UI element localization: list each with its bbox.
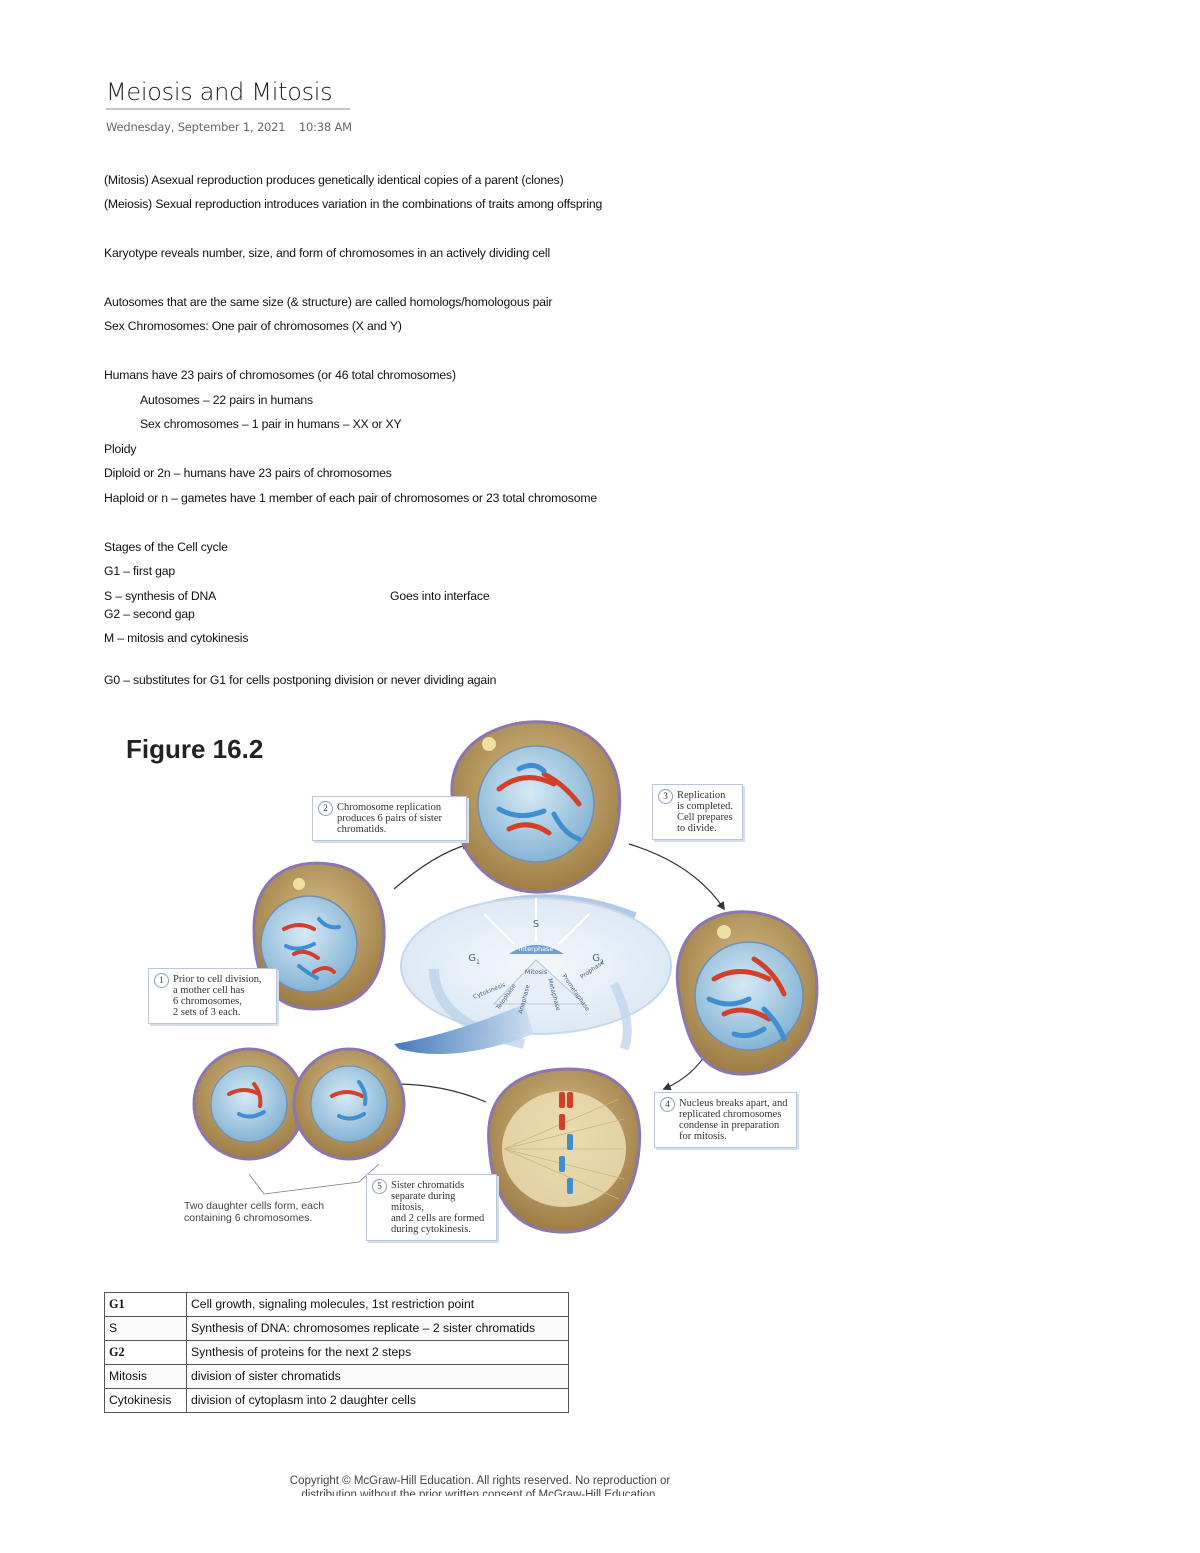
note-line: Sex Chromosomes: One pair of chromosomes…	[104, 319, 402, 333]
callout-line: and 2 cells are formed	[391, 1213, 485, 1224]
page-timestamp: Wednesday, September 1, 2021 10:38 AM	[106, 120, 352, 134]
table-cell-stage: Mitosis	[104, 1364, 187, 1389]
callout-line: is completed.	[677, 801, 733, 812]
callout-line: condense in preparation	[679, 1120, 780, 1131]
page-date: Wednesday, September 1, 2021	[106, 120, 286, 134]
page-title-wrap: Meiosis and Mitosis	[106, 78, 333, 106]
callout-line: Cell prepares	[677, 812, 733, 823]
callout-number: 2	[318, 801, 333, 816]
table-cell-stage: G1	[104, 1292, 187, 1317]
note-line: Stages of the Cell cycle	[104, 540, 228, 554]
callout-number: 1	[154, 973, 169, 988]
wheel-label-g2: G2	[592, 953, 604, 966]
cell-cycle-figure: Figure 16.2	[104, 704, 824, 1260]
note-line: G2 – second gap	[104, 607, 195, 621]
table-cell-stage: S	[104, 1316, 187, 1341]
callout-line: separate during mitosis,	[391, 1191, 456, 1213]
callout-step-5: 5 Sister chromatids separate during mito…	[366, 1174, 497, 1241]
page-title: Meiosis and Mitosis	[106, 78, 333, 106]
copyright-line: Copyright © McGraw-Hill Education. All r…	[289, 1475, 671, 1487]
cell-stage-1	[252, 861, 386, 1011]
cell-stage-4	[487, 1067, 642, 1234]
callout-line: a mother cell has	[173, 985, 245, 996]
caption-line: Two daughter cells form, each	[184, 1200, 325, 1212]
daughter-cells-caption: Two daughter cells form, each containing…	[184, 1200, 324, 1224]
table-row: G2 Synthesis of proteins for the next 2 …	[104, 1340, 569, 1365]
page-time: 10:38 AM	[298, 120, 352, 134]
callout-line: during cytokinesis.	[391, 1224, 471, 1235]
cycle-arrow-2	[628, 843, 725, 911]
callout-step-2: 2 Chromosome replication produces 6 pair…	[312, 796, 467, 841]
note-line: Haploid or n – gametes have 1 member of …	[104, 491, 597, 505]
cell-cycle-stage-table: G1 Cell growth, signaling molecules, 1st…	[104, 1292, 569, 1413]
wheel-label-g1: G1	[468, 953, 480, 966]
cycle-arrow-4	[392, 1079, 487, 1103]
note-side-text: Goes into interface	[390, 589, 490, 603]
table-cell-description: Synthesis of proteins for the next 2 ste…	[186, 1340, 569, 1365]
table-cell-stage: Cytokinesis	[104, 1388, 187, 1413]
callout-step-1: 1 Prior to cell division, a mother cell …	[148, 968, 277, 1024]
callout-line: 2 sets of 3 each.	[173, 1007, 241, 1018]
cell-stage-3	[675, 910, 819, 1076]
note-line: Humans have 23 pairs of chromosomes (or …	[104, 368, 456, 382]
callout-line: Prior to cell division,	[173, 974, 262, 985]
table-row: S Synthesis of DNA: chromosomes replicat…	[104, 1316, 569, 1341]
callout-line: Sister chromatids	[391, 1180, 465, 1191]
copyright-line: distribution without the prior written c…	[301, 1489, 659, 1496]
callout-step-3: 3 Replication is completed. Cell prepare…	[652, 784, 743, 840]
wheel-label-s: S	[533, 919, 539, 930]
callout-number: 3	[658, 789, 673, 804]
callout-line: Replication	[677, 790, 726, 801]
callout-number: 5	[372, 1179, 387, 1194]
note-line-indented: Sex chromosomes – 1 pair in humans – XX …	[140, 417, 402, 431]
callout-line: for mitosis.	[679, 1131, 727, 1142]
callout-line: 6 chromosomes,	[173, 996, 242, 1007]
table-cell-description: division of sister chromatids	[186, 1364, 569, 1389]
cell-cycle-illustration: S G1 G2 Interphase Mitosis Cytokinesis T…	[192, 720, 819, 1234]
table-cell-description: Cell growth, signaling molecules, 1st re…	[186, 1292, 569, 1317]
cell-stage-2	[450, 720, 622, 894]
cell-cycle-wheel	[394, 894, 672, 1054]
note-line: G0 – substitutes for G1 for cells postpo…	[104, 673, 497, 687]
title-underline	[106, 108, 350, 110]
figure-copyright: Copyright © McGraw-Hill Education. All r…	[210, 1474, 750, 1496]
figure-title: Figure 16.2	[126, 734, 264, 764]
note-line: S – synthesis of DNA	[104, 589, 217, 603]
note-line: G1 – first gap	[104, 564, 176, 578]
callout-line: Nucleus breaks apart, and	[679, 1098, 788, 1109]
table-cell-stage: G2	[104, 1340, 187, 1365]
table-cell-description: Synthesis of DNA: chromosomes replicate …	[186, 1316, 569, 1341]
cycle-arrow-1	[393, 841, 471, 890]
callout-line: chromatids.	[337, 824, 387, 835]
wheel-label-interphase: Interphase	[519, 945, 554, 953]
cell-stage-5	[192, 1047, 406, 1195]
callout-line: produces 6 pairs of sister	[337, 813, 442, 824]
callout-line: Chromosome replication	[337, 802, 442, 813]
table-row: Mitosis division of sister chromatids	[104, 1364, 569, 1389]
note-line: Diploid or 2n – humans have 23 pairs of …	[104, 466, 392, 480]
table-cell-description: division of cytoplasm into 2 daughter ce…	[186, 1388, 569, 1413]
caption-line: containing 6 chromosomes.	[184, 1212, 313, 1224]
callout-line: to divide.	[677, 823, 717, 834]
note-line: M – mitosis and cytokinesis	[104, 631, 249, 645]
callout-number: 4	[660, 1097, 675, 1112]
wheel-label-mitosis: Mitosis	[525, 968, 548, 976]
callout-line: replicated chromosomes	[679, 1109, 782, 1120]
note-line: Karyotype reveals number, size, and form…	[104, 246, 550, 260]
table-row: G1 Cell growth, signaling molecules, 1st…	[104, 1292, 569, 1317]
note-line: (Mitosis) Asexual reproduction produces …	[104, 173, 564, 187]
table-row: Cytokinesis division of cytoplasm into 2…	[104, 1388, 569, 1413]
note-line: Autosomes that are the same size (& stru…	[104, 295, 553, 309]
note-line: (Meiosis) Sexual reproduction introduces…	[104, 197, 603, 211]
note-line-indented: Autosomes – 22 pairs in humans	[140, 393, 313, 407]
note-line: Ploidy	[104, 442, 137, 456]
callout-step-4: 4 Nucleus breaks apart, and replicated c…	[654, 1092, 797, 1148]
